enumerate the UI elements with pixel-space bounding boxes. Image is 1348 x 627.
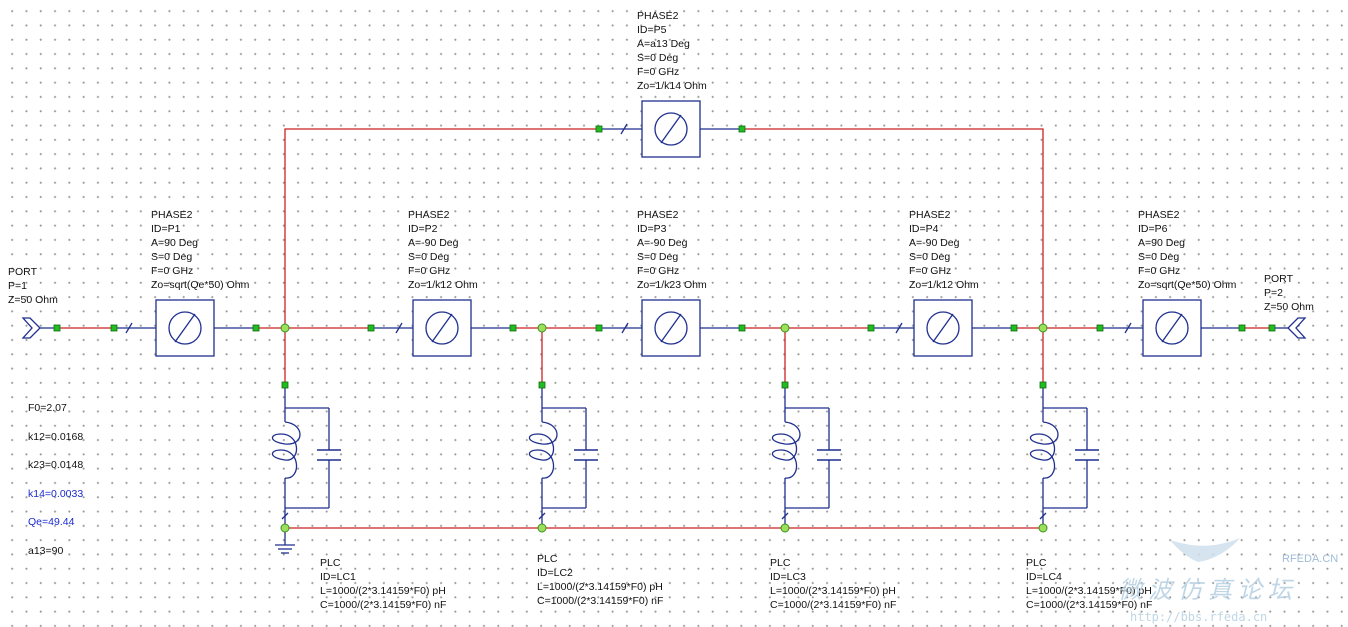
equation-qe[interactable]: Qe=49.44: [28, 516, 75, 528]
phase-shifter-p3[interactable]: [641, 299, 701, 357]
equation-block[interactable]: F0=2.07 k12=0.0168 k23=0.0148 k14=0.0033…: [28, 402, 83, 557]
label-p2: PHASE2 ID=P2 A=-90 Deg S=0 Deg F=0 GHz Z…: [408, 209, 478, 291]
equation-k23[interactable]: k23=0.0148: [28, 459, 83, 471]
phase-shifter-p5[interactable]: [641, 100, 701, 158]
watermark-brand: RFEDA.CN: [1282, 553, 1338, 565]
watermark-text: 微波仿真论坛: [1118, 576, 1298, 604]
label-lc3: PLC ID=LC3 L=1000/(2*3.14159*F0) pH C=10…: [770, 557, 899, 611]
label-p4: PHASE2 ID=P4 A=-90 Deg S=0 Deg F=0 GHz Z…: [909, 209, 979, 291]
label-port-2: PORT P=2 Z=50 Ohm: [1264, 273, 1314, 313]
phase-shifter-p2[interactable]: [412, 299, 472, 357]
junction-nodes: [280, 323, 1048, 533]
label-lc1: PLC ID=LC1 L=1000/(2*3.14159*F0) pH C=10…: [320, 557, 449, 611]
wires: [57, 128, 1272, 529]
pin-markers: [53, 125, 1276, 389]
lc-resonator-lc2[interactable]: [528, 387, 599, 529]
lc-resonator-lc1[interactable]: [271, 387, 342, 529]
phase-shifter-p4[interactable]: [913, 299, 973, 357]
phase-shifter-p6[interactable]: [1142, 299, 1202, 357]
equation-a13[interactable]: a13=90: [28, 545, 63, 557]
port-1-icon[interactable]: [21, 317, 41, 339]
port-2-icon[interactable]: [1287, 317, 1307, 339]
phase-shifter-p1[interactable]: [155, 299, 215, 357]
label-p5: PHASE2 ID=P5 A=a13 Deg S=0 Deg F=0 GHz Z…: [637, 10, 707, 92]
label-p6: PHASE2 ID=P6 A=90 Deg S=0 Deg F=0 GHz Zo…: [1138, 209, 1237, 291]
equation-k12[interactable]: k12=0.0168: [28, 431, 83, 443]
watermark-url: http://bbs.rfeda.cn: [1130, 610, 1267, 624]
label-lc4: PLC ID=LC4 L=1000/(2*3.14159*F0) pH C=10…: [1026, 557, 1155, 611]
label-lc2: PLC ID=LC2 L=1000/(2*3.14159*F0) pH C=10…: [537, 553, 666, 607]
equation-k14[interactable]: k14=0.0033: [28, 488, 83, 500]
watermark: RFEDA.CN 微波仿真论坛 http://bbs.rfeda.cn: [1118, 538, 1338, 624]
lc-resonator-lc4[interactable]: [1029, 387, 1100, 529]
label-port-1: PORT P=1 Z=50 Ohm: [8, 266, 58, 306]
equation-f0[interactable]: F0=2.07: [28, 402, 67, 414]
lc-pin-slashes: [281, 512, 1047, 520]
lc-resonator-lc3[interactable]: [771, 387, 842, 529]
label-p3: PHASE2 ID=P3 A=-90 Deg S=0 Deg F=0 GHz Z…: [637, 209, 707, 291]
label-p1: PHASE2 ID=P1 A=90 Deg S=0 Deg F=0 GHz Zo…: [151, 209, 250, 291]
